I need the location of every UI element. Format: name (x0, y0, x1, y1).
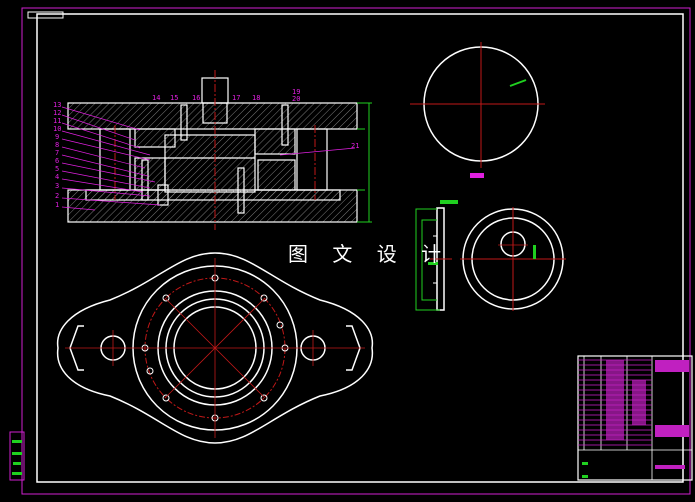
blank-circle-view (410, 42, 545, 178)
upper-plate (67, 102, 358, 130)
part-label: 21 (351, 142, 359, 150)
part-label: 1 (55, 201, 59, 209)
part-label: 13 (53, 101, 61, 109)
part-label-leaders (61, 106, 356, 211)
part-label: 6 (55, 157, 59, 165)
watermark-text: 图 文 设 计 (288, 242, 451, 266)
flange-plan-view (56, 252, 374, 444)
flange-outline (56, 252, 374, 444)
part-label: 14 (152, 94, 160, 102)
part-labels-top: 14 15 16 17 18 19 20 21 (152, 88, 359, 150)
outer-frame (21, 7, 691, 495)
part-label: 3 (55, 182, 59, 190)
part-label: 18 (252, 94, 260, 102)
part-label: 9 (55, 133, 59, 141)
punch-block (164, 134, 256, 193)
left-margin-strip (9, 431, 25, 481)
part-label: 11 (53, 117, 61, 125)
part-label: 10 (53, 125, 61, 133)
part-label: 4 (55, 173, 59, 181)
part-label: 19 (292, 88, 300, 96)
part-label: 12 (53, 109, 61, 117)
assembly-section-view (67, 70, 372, 230)
part-label: 7 (55, 149, 59, 157)
dimension-lines (357, 102, 372, 223)
frame-tab (27, 11, 64, 19)
part-label: 20 (292, 95, 300, 103)
part-labels-left: 13 12 11 10 9 8 7 6 5 4 3 2 1 (53, 101, 61, 209)
part-label: 17 (232, 94, 240, 102)
ring-plan-view (460, 207, 566, 311)
part-side-view (415, 200, 458, 311)
part-label: 5 (55, 165, 59, 173)
part-label: 2 (55, 192, 59, 200)
title-block (577, 355, 693, 481)
part-label: 16 (192, 94, 200, 102)
inner-frame (36, 13, 684, 483)
part-label: 15 (170, 94, 178, 102)
part-label: 8 (55, 141, 59, 149)
